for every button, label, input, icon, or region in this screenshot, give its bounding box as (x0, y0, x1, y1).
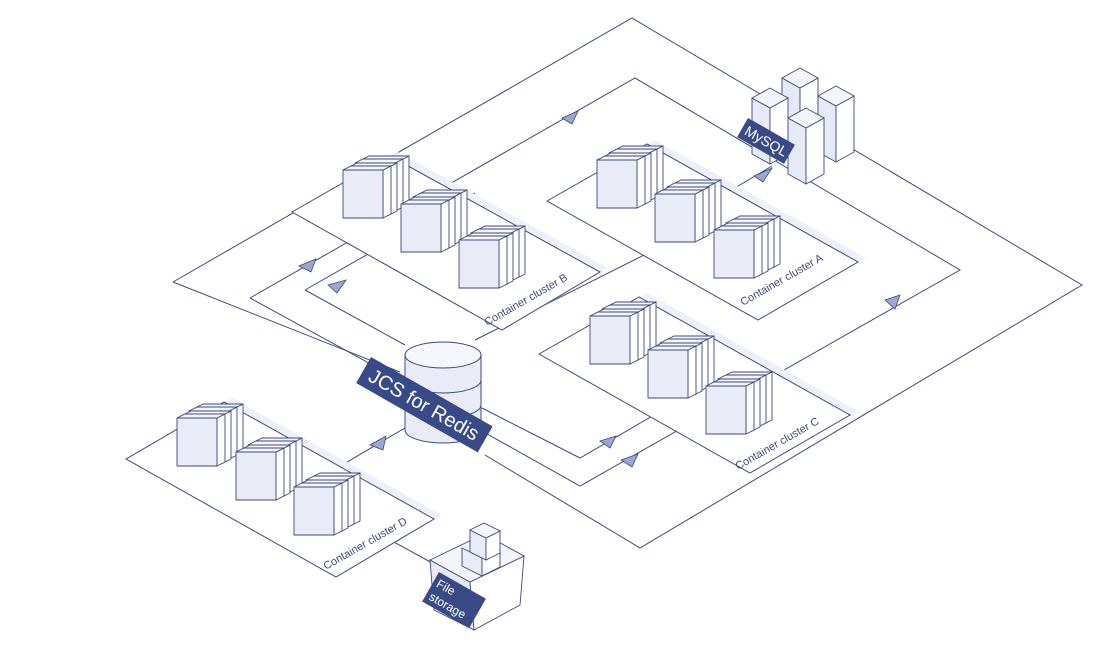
inner-loop-line (249, 77, 961, 487)
server-stack-icon (293, 472, 361, 536)
server-stack-icon (176, 403, 244, 467)
building-cluster-icon (751, 67, 855, 185)
server-stack-icon (596, 145, 664, 209)
server-stack-icon (589, 301, 657, 365)
file-storage-label-tag: File storage (422, 572, 486, 629)
arrow-icon (753, 167, 774, 183)
server-stack-icon (713, 215, 781, 279)
redis-database: JCS for Redis (356, 341, 493, 453)
arrow-icon (620, 453, 639, 468)
b-return-line (304, 289, 406, 346)
mysql-database: MySQL (737, 67, 855, 185)
server-stack-icon (458, 225, 526, 289)
container-cluster-c: Container cluster C (537, 293, 858, 474)
container-cluster-b: Container cluster B (290, 152, 608, 331)
arrow-icon (599, 435, 617, 449)
arrow-icon (327, 279, 347, 294)
arrow-icon (561, 110, 579, 125)
server-stack-icon (654, 179, 722, 243)
arrow-icon (298, 258, 317, 273)
server-stack-icon (400, 189, 468, 253)
server-stack-icon (235, 437, 303, 501)
container-cluster-a: Container cluster A (545, 140, 866, 321)
server-stack-icon (647, 335, 715, 399)
server-stack-icon (705, 371, 773, 435)
redis-to-c-line (481, 399, 681, 459)
outer-ring-left-line (172, 281, 401, 373)
file-storage: File storage (422, 522, 525, 631)
server-stack-icon (342, 155, 410, 219)
container-cluster-d: Container cluster D (124, 398, 442, 578)
arrow-icon (369, 435, 387, 451)
outer-ring-line (172, 17, 1083, 549)
arrow-icon (884, 294, 901, 310)
